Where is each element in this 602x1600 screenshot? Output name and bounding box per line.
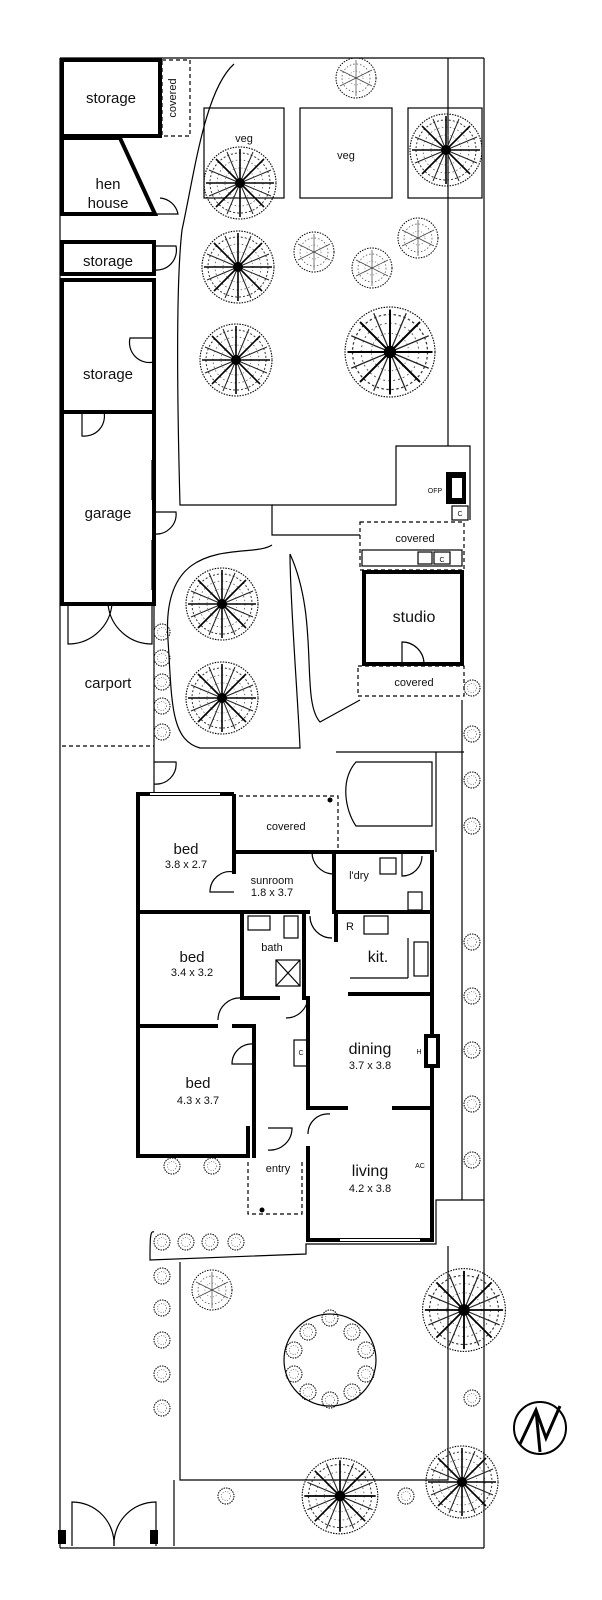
label-storage-top: storage [86,90,136,107]
label-cupboard-studio: C [439,557,444,564]
bushes [153,623,481,1505]
label-aircon: AC [415,1163,425,1170]
label-bath: bath [261,942,282,954]
label-carport: carport [85,675,133,692]
label-bed2: bed [179,949,204,966]
label-covered-studio-top: covered [395,533,434,545]
label-garage: garage [85,505,132,522]
main-house [136,792,440,1242]
label-sunroom: sunroom [251,875,294,887]
label-living: living [352,1163,388,1180]
studio-building [357,472,469,697]
label-bed1: bed [173,841,198,858]
label-covered-studio-bottom: covered [394,677,433,689]
label-bed1-size: 3.8 x 2.7 [165,859,207,871]
label-covered-house: covered [266,821,305,833]
label-ofp: OFP [428,488,443,495]
label-storage-low: storage [83,366,133,383]
labels: storage covered hen house storage storag… [83,78,463,1195]
label-hen-house-1: hen [95,176,120,193]
label-cupboard-hall: C [298,1050,303,1057]
label-heater: H [416,1049,421,1056]
label-storage-mid: storage [83,253,133,270]
label-studio: studio [393,609,436,626]
label-laundry: l'dry [349,870,369,882]
north-arrow-icon [513,1401,567,1455]
label-living-size: 4.2 x 3.8 [349,1183,391,1195]
label-dining-size: 3.7 x 3.8 [349,1060,391,1072]
label-bed3: bed [185,1075,210,1092]
outbuildings [60,58,191,792]
label-entry: entry [266,1163,291,1175]
label-hen-house-2: house [88,195,129,212]
label-bed3-size: 4.3 x 3.7 [177,1095,219,1107]
label-veg-1: veg [235,133,253,145]
label-veg-2: veg [337,150,355,162]
garden-paths [149,58,484,1546]
label-covered-top: covered [167,78,179,117]
label-sunroom-size: 1.8 x 3.7 [251,887,293,899]
label-kitchen: kit. [368,949,388,966]
label-bed2-size: 3.4 x 3.2 [171,967,213,979]
front-gate [71,1501,157,1547]
label-dining: dining [349,1041,392,1058]
label-cupboard-ofp: C [457,511,462,518]
label-fridge: R [346,921,354,933]
